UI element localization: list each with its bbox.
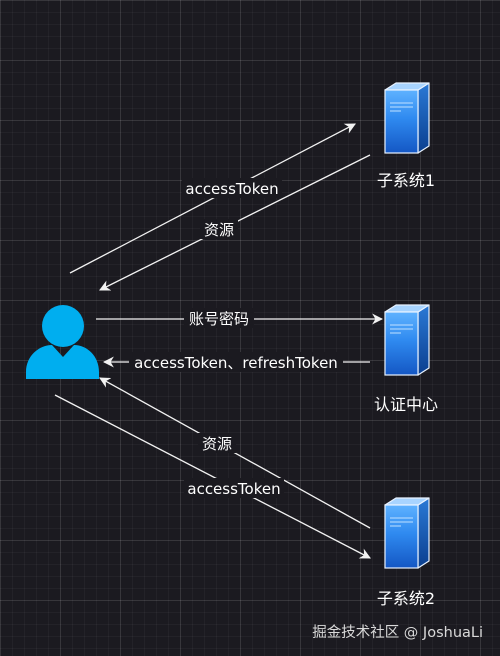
watermark: 掘金技术社区 @ JoshuaLi bbox=[312, 624, 483, 641]
edge-label-user-to-subsystem2: accessToken bbox=[187, 480, 280, 498]
edge-label-user-to-auth-center: 账号密码 bbox=[189, 310, 249, 328]
user-icon bbox=[26, 305, 99, 379]
arrow-user-to-subsystem2 bbox=[54, 394, 371, 559]
edge-label-subsystem2-to-user: 资源 bbox=[202, 435, 232, 453]
arrow-user-to-subsystem1 bbox=[69, 123, 356, 274]
node-label-subsystem1: 子系统1 bbox=[377, 171, 435, 190]
node-label-subsystem2: 子系统2 bbox=[377, 589, 435, 608]
edge-label-auth-center-to-user: accessToken、refreshToken bbox=[134, 354, 338, 372]
server-icon-subsystem1 bbox=[384, 82, 430, 154]
edge-label-user-to-subsystem1: accessToken bbox=[185, 180, 278, 198]
server-icon-auth-center bbox=[384, 304, 430, 376]
server-icon-subsystem2 bbox=[384, 497, 430, 569]
edge-label-subsystem1-to-user: 资源 bbox=[204, 221, 234, 239]
node-label-auth-center: 认证中心 bbox=[374, 395, 438, 414]
